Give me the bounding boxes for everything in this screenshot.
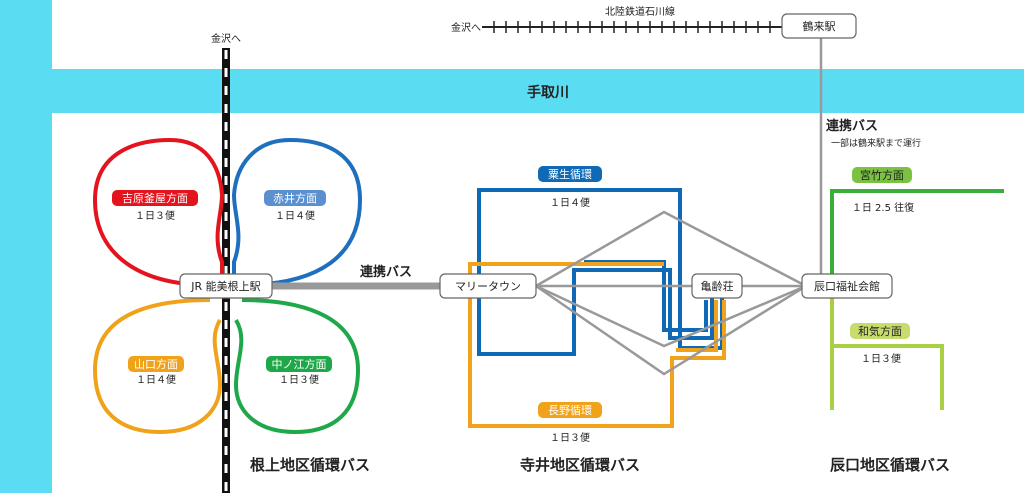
route-awazu-freq: １日４便 [550, 196, 590, 209]
route-yoshiwara-line [92, 137, 225, 287]
route-akai-name: 赤井方面 [273, 191, 317, 205]
renkei-bus-main-label: 連携バス [360, 264, 412, 280]
station-marie-town-box [439, 273, 537, 299]
renkei-bus-north-label: 連携バス [826, 118, 878, 134]
renkei-connectors [535, 36, 823, 376]
route-awazu-line-2 [584, 260, 708, 332]
route-nakanoe-badge [266, 356, 332, 372]
route-akai-line [231, 137, 363, 287]
route-miyatake-freq: １日 2.5 往復 [852, 201, 914, 214]
river-name: 手取川 [527, 84, 569, 101]
route-yamaguchi-name: 山口方面 [134, 357, 178, 371]
hokuriku-railway-name: 北陸鉄道石川線 [605, 5, 675, 18]
station-tsurugi: 鶴来駅 [803, 19, 836, 33]
route-yoshiwara-freq: １日３便 [135, 209, 175, 222]
route-miyatake-name: 宮竹方面 [860, 168, 904, 182]
route-wake-badge [850, 323, 910, 339]
station-tatsunokuchi-box [801, 273, 893, 299]
route-awazu-badge [538, 166, 602, 182]
route-nakanoe-freq: １日３便 [279, 373, 319, 386]
jr-railway [222, 48, 230, 493]
station-nomi-neagari: JR 能美根上駅 [190, 279, 260, 293]
route-nagano-freq: １日３便 [550, 431, 590, 444]
route-yamaguchi-freq: １日４便 [136, 373, 176, 386]
route-yoshiwara-badge [112, 190, 198, 206]
route-wake-line [830, 296, 944, 410]
district-neagari: 根上地区循環バス [250, 456, 370, 474]
river-band [0, 69, 1024, 113]
route-nagano-line [468, 300, 726, 428]
route-nakanoe-line [233, 298, 361, 435]
route-nakanoe-name: 中ノ江方面 [272, 357, 327, 371]
station-kireisou: 亀齢荘 [701, 279, 734, 293]
route-nagano-badge [538, 402, 602, 418]
route-miyatake-line [830, 189, 1004, 286]
route-yoshiwara-name: 吉原釜屋方面 [122, 191, 188, 205]
jr-direction: 金沢へ [211, 32, 241, 45]
station-nomi-neagari-box [179, 273, 273, 299]
route-wake-name: 和気方面 [858, 324, 902, 338]
renkei-bus-north-note: 一部は鶴来駅まで運行 [831, 137, 921, 149]
route-miyatake-badge [852, 167, 912, 183]
station-marie-town: マリータウン [455, 280, 521, 293]
district-terai: 寺井地区循環バス [520, 456, 640, 474]
route-awazu-name: 粟生循環 [548, 167, 592, 181]
route-akai-badge [264, 190, 326, 206]
route-yamaguchi-badge [128, 356, 184, 372]
route-nagano-name: 長野循環 [548, 404, 592, 417]
hokuriku-direction: 金沢へ [451, 21, 481, 34]
route-yamaguchi-line [92, 298, 223, 435]
station-tsurugi-box [781, 13, 857, 39]
route-nagano-line-3 [676, 300, 718, 352]
hokuriku-railway [482, 21, 782, 33]
station-kireisou-box [691, 273, 743, 299]
route-wake-freq: １日３便 [861, 352, 901, 365]
district-tatsunokuchi: 辰口地区循環バス [830, 456, 950, 474]
station-tatsunokuchi-fukushi: 辰口福祉会館 [814, 279, 880, 293]
route-akai-freq: １日４便 [275, 209, 315, 222]
route-awazu-line [477, 188, 724, 356]
